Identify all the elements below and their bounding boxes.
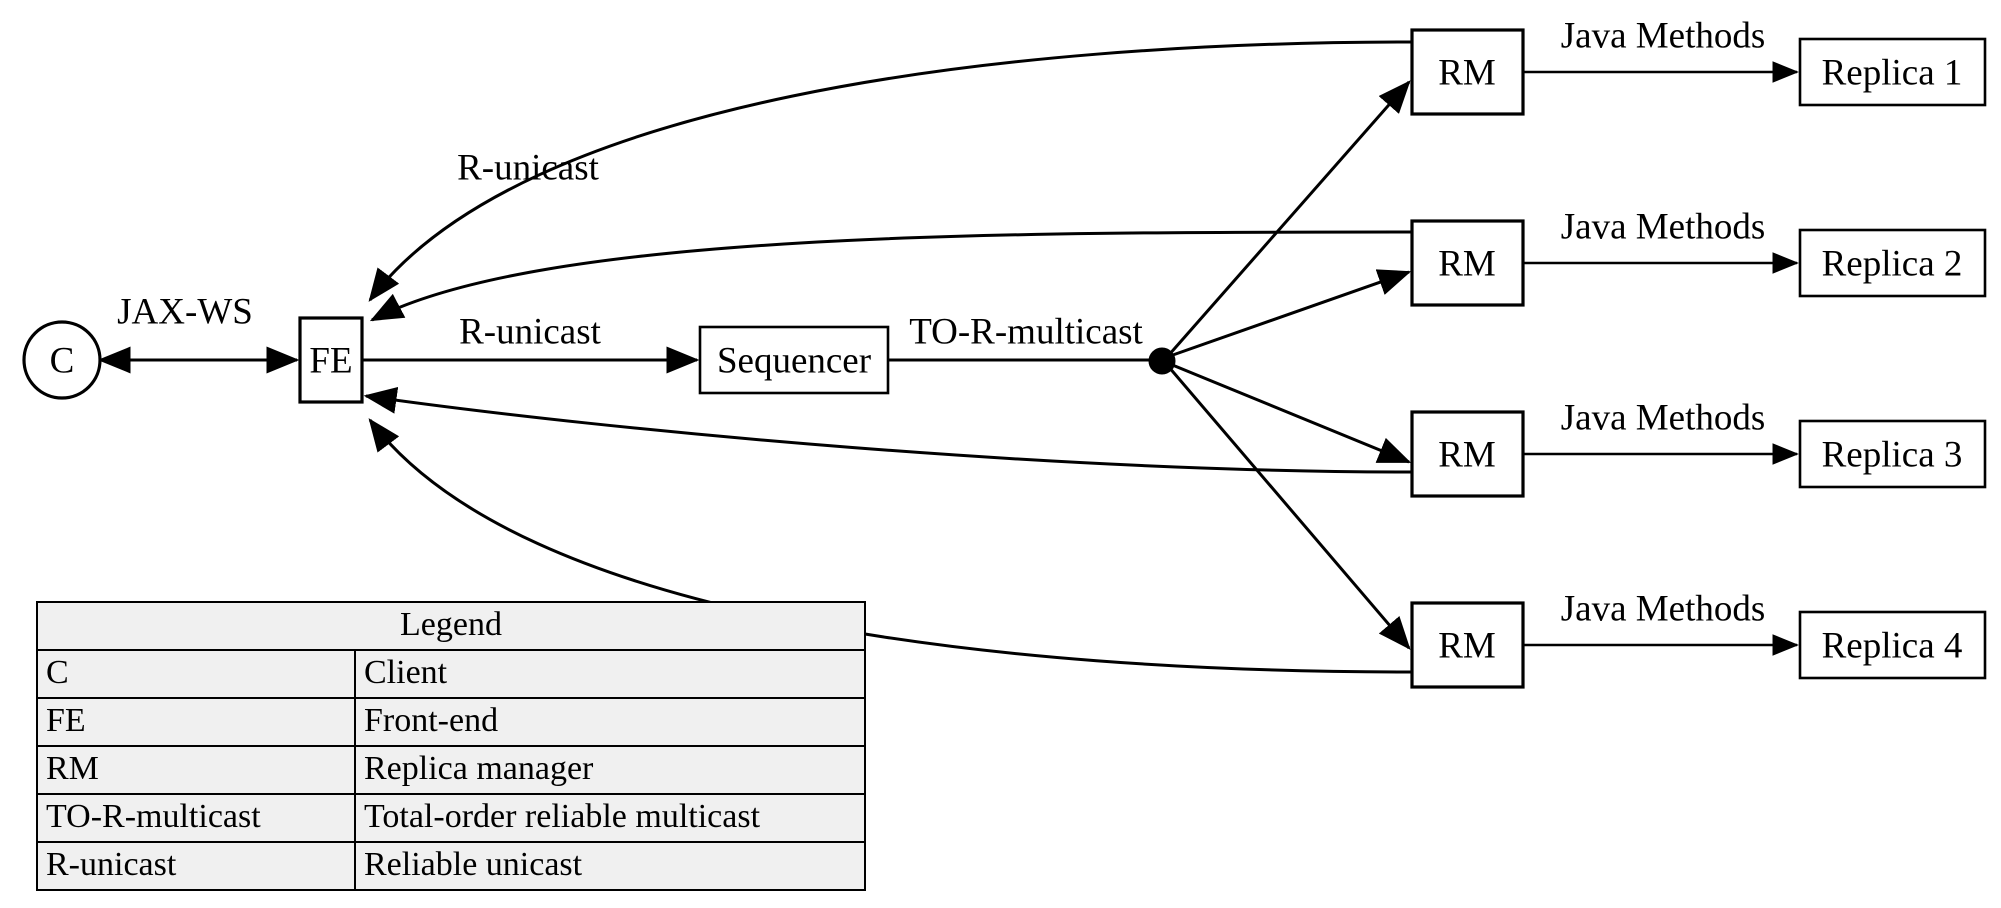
edge-rm-1-frontend xyxy=(368,40,1413,302)
table-row: FE Front-end xyxy=(36,697,866,748)
edge-label-jax-ws: JAX-WS xyxy=(117,292,253,333)
edge-rm-3-frontend xyxy=(363,386,1413,474)
table-row: TO-R-multicast Total-order reliable mult… xyxy=(36,793,866,844)
table-row: C Client xyxy=(36,649,866,700)
edge-rm-2-frontend xyxy=(369,230,1413,322)
table-row: RM Replica manager xyxy=(36,745,866,796)
legend-key: TO-R-multicast xyxy=(36,793,356,844)
node-replica-2-label: Replica 2 xyxy=(1822,244,1963,285)
legend-table: Legend C Client FE Front-end RM Replica … xyxy=(36,600,866,892)
edge-hub-rm-4 xyxy=(1166,365,1411,650)
edge-hub-rm-1 xyxy=(1166,80,1411,357)
node-client[interactable] xyxy=(22,320,102,400)
node-rm-1-label: RM xyxy=(1438,53,1496,94)
node-replica-3[interactable] xyxy=(1798,419,1987,489)
node-sequencer[interactable] xyxy=(698,325,890,395)
edge-hub-rm-3 xyxy=(1169,362,1412,464)
node-frontend-label: FE xyxy=(309,341,352,382)
node-rm-4[interactable] xyxy=(1410,601,1525,689)
node-replica-1-label: Replica 1 xyxy=(1822,53,1963,94)
legend-title-row: Legend xyxy=(36,600,866,652)
edge-label-rm-frontend-r-unicast: R-unicast xyxy=(457,148,600,189)
node-frontend[interactable] xyxy=(298,316,364,404)
legend-value: Front-end xyxy=(354,697,866,748)
legend-title: Legend xyxy=(36,600,866,652)
legend-key: FE xyxy=(36,697,356,748)
legend-key: C xyxy=(36,649,356,700)
node-rm-2-label: RM xyxy=(1438,244,1496,285)
node-rm-2[interactable] xyxy=(1410,219,1525,307)
node-replica-4-label: Replica 4 xyxy=(1822,626,1963,667)
node-multicast-hub xyxy=(1148,347,1176,375)
legend-value: Replica manager xyxy=(354,745,866,796)
node-rm-4-label: RM xyxy=(1438,626,1496,667)
legend-value: Total-order reliable multicast xyxy=(354,793,866,844)
node-rm-3-label: RM xyxy=(1438,435,1496,476)
node-rm-3[interactable] xyxy=(1410,410,1525,498)
edge-label-frontend-sequencer: R-unicast xyxy=(459,312,602,353)
table-row: R-unicast Reliable unicast xyxy=(36,841,866,892)
edge-label-java-methods-4: Java Methods xyxy=(1561,589,1766,630)
edge-label-to-r-multicast: TO-R-multicast xyxy=(909,312,1143,353)
edge-label-java-methods-2: Java Methods xyxy=(1561,207,1766,248)
edge-label-java-methods-1: Java Methods xyxy=(1561,16,1766,57)
node-rm-1[interactable] xyxy=(1410,28,1525,116)
node-replica-1[interactable] xyxy=(1798,37,1987,107)
legend-value: Reliable unicast xyxy=(354,841,866,892)
legend-key: RM xyxy=(36,745,356,796)
node-replica-4[interactable] xyxy=(1798,610,1987,680)
edge-label-java-methods-3: Java Methods xyxy=(1561,398,1766,439)
node-replica-2[interactable] xyxy=(1798,228,1987,298)
legend-value: Client xyxy=(354,649,866,700)
node-sequencer-label: Sequencer xyxy=(717,341,871,382)
node-client-label: C xyxy=(50,341,75,382)
legend-key: R-unicast xyxy=(36,841,356,892)
node-replica-3-label: Replica 3 xyxy=(1822,435,1963,476)
edge-hub-rm-2 xyxy=(1169,269,1412,358)
